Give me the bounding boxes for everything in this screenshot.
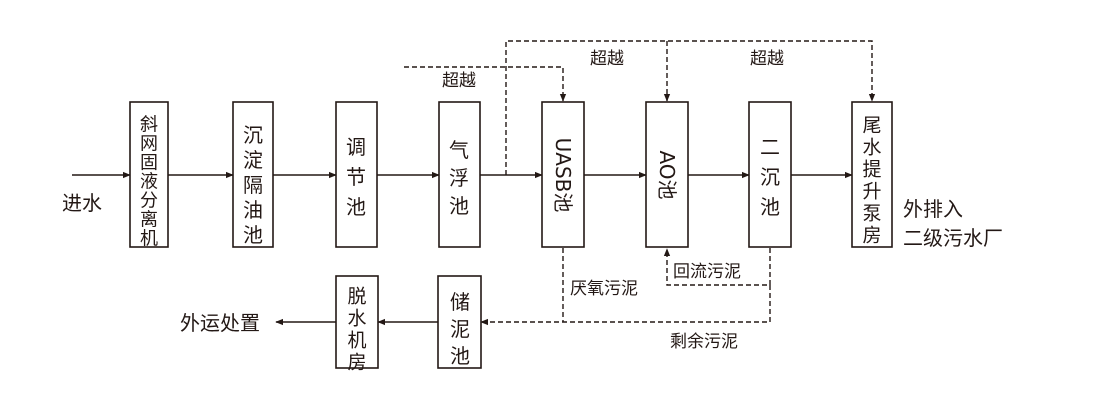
secondary-settler-label: 二沉池 [760,135,780,219]
uasb-label: UASB池 [551,138,575,213]
oil-separator-label: 沉淀隔油池 [243,123,263,247]
return-sludge-label: 回流污泥 [673,262,741,282]
sludge-tank-label: 储泥池 [450,290,470,368]
disposal-label: 外运处置 [180,311,260,335]
air-flotation-box [438,101,481,248]
uasb-box [541,101,585,248]
oil-separator-box [232,101,274,248]
tail-pump-box [851,101,893,248]
ao-label: AO池 [655,150,679,199]
excess-sludge-line [480,285,771,326]
bypass-label-3: 超越 [750,49,784,69]
discharge-label-line2: 二级污水厂 [903,226,1003,250]
secondary-settler-box [748,101,792,248]
dewatering-label: 脱水机房 [347,286,366,374]
tail-pump-label: 尾水提升泵房 [862,115,881,247]
inflow-label: 进水 [62,191,102,215]
bypass-line-1 [404,66,567,102]
incline-screen-label: 斜网固液分离机 [140,114,158,249]
anaerobic-sludge-label: 厌氧污泥 [570,279,638,299]
bypass-line-main [505,40,876,175]
discharge-label-line1: 外排入 [903,197,963,221]
dewatering-box [335,275,379,369]
excess-sludge-label: 剩余污泥 [670,332,738,352]
incline-screen-box [129,101,169,248]
return-sludge-line [663,248,771,286]
equalization-label: 调节池 [346,135,366,219]
sludge-tank-box [437,275,482,369]
bypass-label-2: 超越 [590,49,624,69]
bypass-label-1: 超越 [442,71,476,91]
ao-box [645,101,689,248]
equalization-box [335,101,378,248]
air-flotation-label: 气浮池 [449,138,469,218]
